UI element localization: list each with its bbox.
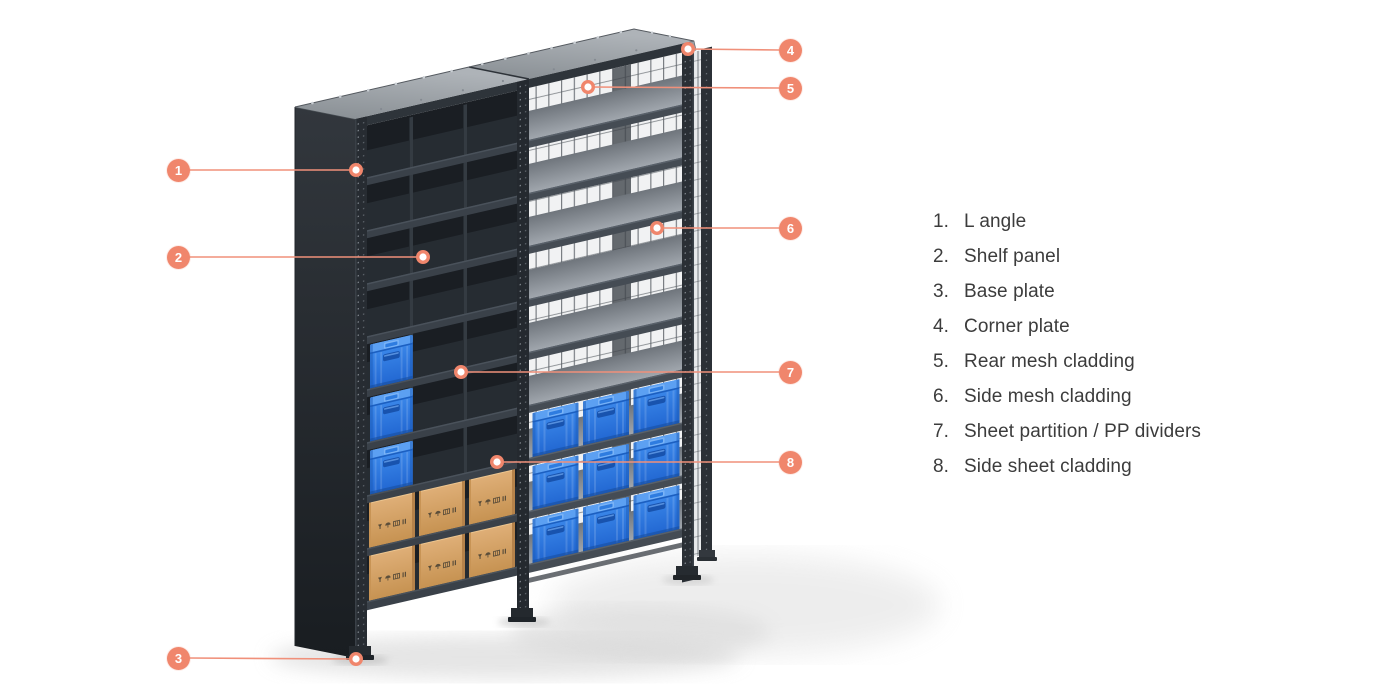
leader-line-5 [587, 86, 780, 89]
callout-badge-6: 6 [779, 217, 802, 240]
legend-item-1: 1. L angle [933, 204, 1201, 239]
endpoint-dot-4 [681, 42, 696, 57]
legend-label: Side sheet cladding [964, 455, 1132, 477]
legend-label: Sheet partition / PP dividers [964, 420, 1202, 442]
left-bay [367, 90, 517, 611]
legend-label: Side mesh cladding [964, 385, 1132, 407]
callout-badge-8: 8 [779, 451, 802, 474]
rack-front-structure [355, 40, 712, 659]
endpoint-dot-6 [650, 220, 665, 235]
legend-label: L angle [964, 210, 1027, 232]
parts-legend: 1. L angle 2. Shelf panel 3. Base plate … [933, 204, 1201, 484]
leader-line-3 [188, 657, 357, 660]
legend-item-3: 3. Base plate [933, 274, 1201, 309]
base-plate-middle [508, 617, 536, 622]
base-plate-back-right [697, 557, 717, 561]
front-right-upright [682, 40, 694, 583]
callout-leaders [188, 48, 780, 660]
middle-upright [517, 78, 529, 621]
right-cap-fascia [529, 40, 694, 88]
front-left-upright [355, 116, 367, 659]
left-cap-fascia [355, 78, 529, 129]
legend-item-4: 4. Corner plate [933, 309, 1201, 344]
l-angle-uprights [355, 40, 694, 659]
callout-badge-2: 2 [167, 246, 190, 269]
legend-item-2: 2. Shelf panel [933, 239, 1201, 274]
endpoint-dot-7 [454, 365, 469, 380]
back-right-upright [701, 46, 712, 561]
left-bay-bins [368, 333, 414, 497]
legend-number: 3. [933, 280, 950, 302]
legend-number: 5. [933, 350, 950, 372]
rear-base-rail [529, 542, 682, 583]
legend-number: 7. [933, 420, 950, 442]
endpoint-dot-5 [581, 79, 596, 94]
legend-item-7: 7. Sheet partition / PP dividers [933, 414, 1201, 449]
legend-number: 4. [933, 315, 950, 337]
callout-badge-3: 3 [167, 647, 190, 670]
legend-number: 1. [933, 210, 950, 232]
callout-badge-4: 4 [779, 39, 802, 62]
left-bay-beams [367, 142, 517, 611]
right-bay [529, 52, 682, 583]
endpoint-dot-1 [349, 162, 364, 177]
callout-badge-5: 5 [779, 77, 802, 100]
cap-bolts [311, 30, 672, 105]
left-top-cap [295, 67, 529, 119]
legend-label: Rear mesh cladding [964, 350, 1135, 372]
legend-item-8: 8. Side sheet cladding [933, 449, 1201, 484]
right-top-cap [469, 29, 694, 79]
endpoint-dot-3 [349, 652, 364, 667]
legend-item-6: 6. Side mesh cladding [933, 379, 1201, 414]
legend-label: Base plate [964, 280, 1055, 302]
leader-line-4 [687, 48, 780, 51]
callout-badge-7: 7 [779, 361, 802, 384]
right-bay-beams [529, 104, 682, 573]
endpoint-dot-2 [416, 249, 431, 264]
cap-front-bolts [380, 49, 638, 111]
legend-number: 2. [933, 245, 950, 267]
side-sheet-cladding [294, 106, 356, 658]
endpoint-dot-8 [490, 455, 505, 470]
legend-item-5: 5. Rear mesh cladding [933, 344, 1201, 379]
cap-seam [468, 66, 530, 80]
legend-label: Shelf panel [964, 245, 1061, 267]
legend-label: Corner plate [964, 315, 1070, 337]
base-plate-front-right [673, 575, 701, 580]
legend-number: 8. [933, 455, 950, 477]
callout-endpoints [349, 42, 696, 667]
legend-number: 6. [933, 385, 950, 407]
callout-badge-1: 1 [167, 159, 190, 182]
